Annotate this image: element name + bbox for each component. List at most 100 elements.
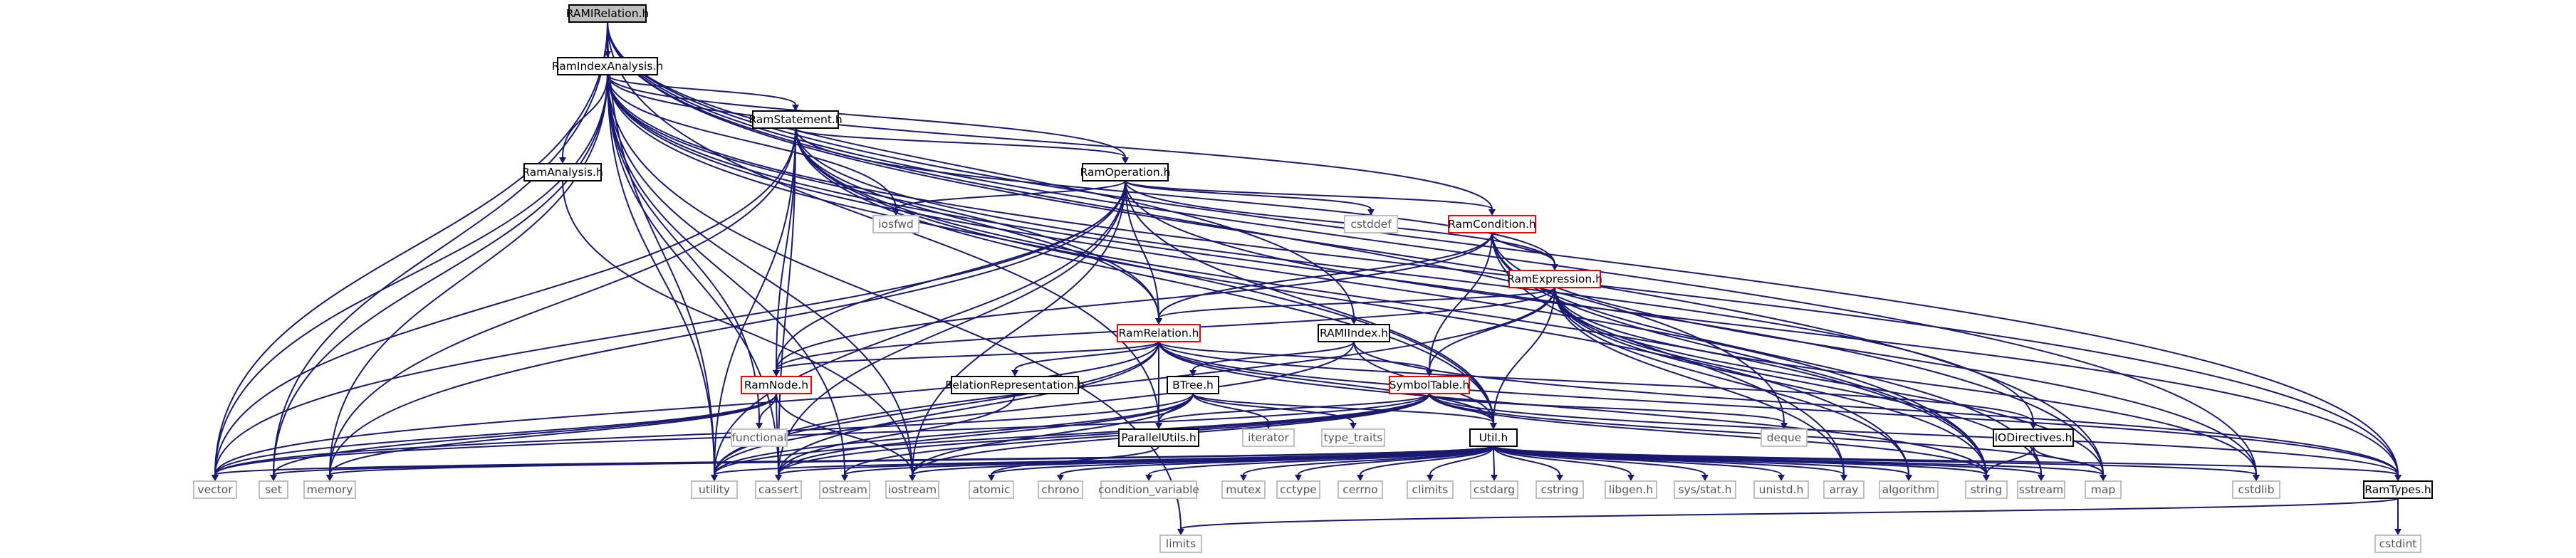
arrowhead-btree-h bbox=[1189, 370, 1196, 377]
node-cassert: cassert bbox=[755, 480, 802, 499]
node-ramnode-h[interactable]: RamNode.h bbox=[741, 376, 812, 394]
edge-ramirelation-h-to-ramiindex-h bbox=[607, 21, 1355, 319]
node-label-ramindexanalysis-h: RamIndexAnalysis.h bbox=[552, 60, 663, 73]
edge-ramcondition-h-to-symboltable-h bbox=[1429, 232, 1493, 371]
node-label-iosfwd: iosfwd bbox=[878, 218, 914, 231]
node-box-cerrno bbox=[1337, 480, 1383, 499]
node-label-cstdarg: cstdarg bbox=[1474, 483, 1515, 496]
node-box-ramirelation-h bbox=[568, 4, 647, 23]
edge-ramindexanalysis-h-to-ostream bbox=[607, 74, 845, 475]
edge-ramstatement-h-to-ramoperation-h bbox=[795, 127, 1126, 158]
edge-util-h-to-cerrno bbox=[1360, 446, 1494, 475]
arrowhead-ramnode-h bbox=[773, 370, 780, 377]
arrowhead-ramcondition-h bbox=[1488, 209, 1496, 216]
node-label-iostream: iostream bbox=[888, 483, 937, 496]
node-ramanalysis-h[interactable]: RamAnalysis.h bbox=[522, 163, 603, 181]
node-ramiindex-h[interactable]: RAMIIndex.h bbox=[1318, 324, 1390, 342]
node-box-chrono bbox=[1038, 480, 1083, 499]
arrowhead-ostream bbox=[841, 475, 848, 481]
node-label-cctype: cctype bbox=[1280, 483, 1317, 496]
node-cstdlib: cstdlib bbox=[2232, 480, 2280, 499]
node-btree-h[interactable]: BTree.h bbox=[1167, 376, 1219, 394]
arrowhead-util-h bbox=[1490, 423, 1497, 429]
edge-ramoperation-h-to-memory bbox=[329, 180, 1126, 475]
node-label-limits: limits bbox=[1166, 537, 1196, 550]
arrowhead-algorithm bbox=[1905, 475, 1912, 481]
node-box-cstdlib bbox=[2232, 480, 2280, 499]
node-box-ramtypes-h bbox=[2363, 480, 2433, 499]
node-label-ramnode-h: RamNode.h bbox=[744, 379, 808, 391]
edge-ramstatement-h-to-cassert bbox=[778, 127, 796, 475]
node-box-map bbox=[2085, 480, 2122, 499]
node-cctype: cctype bbox=[1276, 480, 1320, 499]
edge-ramirelation-h-to-deque bbox=[607, 21, 1785, 423]
node-ramrelation-h[interactable]: RamRelation.h bbox=[1117, 324, 1201, 342]
node-parallelutils-h[interactable]: ParallelUtils.h bbox=[1118, 428, 1199, 447]
node-ramindexanalysis-h[interactable]: RamIndexAnalysis.h bbox=[552, 57, 663, 75]
node-ramtypes-h[interactable]: RamTypes.h bbox=[2363, 480, 2433, 499]
edge-ramoperation-h-to-utility bbox=[714, 180, 1126, 475]
node-label-sstream: sstream bbox=[2019, 483, 2063, 496]
arrowhead-sys-stat-h bbox=[1701, 475, 1709, 481]
node-box-sstream bbox=[2017, 480, 2065, 499]
edge-util-h-to-climits bbox=[1429, 446, 1494, 475]
node-iostream: iostream bbox=[885, 480, 939, 499]
arrowhead-unistd-h bbox=[1778, 475, 1785, 481]
node-algorithm: algorithm bbox=[1879, 480, 1939, 499]
edge-ramrelation-h-to-vector bbox=[214, 341, 1159, 475]
arrowhead-deque bbox=[1780, 423, 1788, 429]
arrowhead-cstring bbox=[1556, 475, 1563, 481]
node-box-ramexpression-h bbox=[1508, 270, 1601, 288]
node-box-ramrelation-h bbox=[1117, 324, 1201, 342]
edge-symboltable-h-to-deque bbox=[1429, 393, 1785, 423]
node-box-ramindexanalysis-h bbox=[557, 57, 658, 75]
node-relationrepresentation-h[interactable]: RelationRepresentation.h bbox=[945, 376, 1085, 394]
edge-ramirelation-h-to-map bbox=[607, 21, 2104, 475]
node-label-utility: utility bbox=[699, 483, 730, 496]
node-limits: limits bbox=[1159, 535, 1202, 553]
node-iodirectives-h[interactable]: IODirectives.h bbox=[1993, 428, 2074, 447]
edge-ramexpression-h-to-string bbox=[1554, 287, 1987, 475]
node-iterator: iterator bbox=[1242, 428, 1295, 447]
node-ramirelation-h[interactable]: RAMIRelation.h bbox=[566, 4, 650, 23]
node-ramcondition-h[interactable]: RamCondition.h bbox=[1448, 215, 1536, 233]
edge-ramtypes-h-to-limits bbox=[1180, 498, 2399, 530]
node-ramstatement-h[interactable]: RamStatement.h bbox=[749, 110, 843, 129]
edge-ramoperation-h-to-cstddef bbox=[1125, 180, 1372, 210]
node-box-ramanalysis-h bbox=[523, 163, 602, 181]
node-label-condition-variable: condition_variable bbox=[1098, 483, 1199, 497]
node-label-ramiindex-h: RAMIIndex.h bbox=[1320, 327, 1388, 339]
node-ramoperation-h[interactable]: RamOperation.h bbox=[1080, 163, 1171, 181]
edge-ramrelation-h-to-ramnode-h bbox=[776, 341, 1159, 371]
edge-ramrelation-h-to-symboltable-h bbox=[1158, 341, 1430, 371]
node-label-ramexpression-h: RamExpression.h bbox=[1507, 273, 1602, 285]
node-box-ramnode-h bbox=[741, 376, 812, 394]
edge-ramindexanalysis-h-to-functional bbox=[607, 74, 760, 423]
node-label-ramrelation-h: RamRelation.h bbox=[1119, 327, 1199, 339]
node-memory: memory bbox=[303, 480, 356, 499]
edge-ramindexanalysis-h-to-util-h bbox=[607, 74, 1494, 423]
node-ramexpression-h[interactable]: RamExpression.h bbox=[1507, 270, 1602, 288]
edge-util-h-to-cstdarg bbox=[1493, 446, 1495, 475]
node-util-h[interactable]: Util.h bbox=[1469, 428, 1518, 447]
node-label-ramanalysis-h: RamAnalysis.h bbox=[522, 166, 603, 179]
arrowhead-ramstatement-h bbox=[792, 105, 799, 111]
node-box-array bbox=[1823, 480, 1865, 499]
node-ostream: ostream bbox=[819, 480, 870, 499]
arrowhead-libgen-h bbox=[1627, 475, 1634, 481]
node-label-cstdint: cstdint bbox=[2379, 537, 2417, 550]
edge-ramstatement-h-to-vector bbox=[214, 127, 796, 475]
node-box-utility bbox=[691, 480, 738, 499]
arrowhead-parallelutils-h bbox=[1155, 423, 1162, 429]
arrowhead-cassert bbox=[775, 475, 782, 481]
node-label-parallelutils-h: ParallelUtils.h bbox=[1121, 431, 1196, 444]
edge-ramexpression-h-to-array bbox=[1554, 287, 1845, 475]
node-label-util-h: Util.h bbox=[1479, 431, 1508, 444]
node-label-type-traits: type_traits bbox=[1324, 431, 1383, 445]
edge-ramindexanalysis-h-to-iosfwd bbox=[607, 74, 897, 210]
node-symboltable-h[interactable]: SymbolTable.h bbox=[1389, 376, 1470, 394]
arrowhead-ramanalysis-h bbox=[559, 157, 566, 164]
edge-iodirectives-h-to-sstream bbox=[2033, 446, 2042, 475]
edge-ramrelation-h-to-iodirectives-h bbox=[1158, 341, 2034, 423]
node-box-algorithm bbox=[1879, 480, 1939, 499]
